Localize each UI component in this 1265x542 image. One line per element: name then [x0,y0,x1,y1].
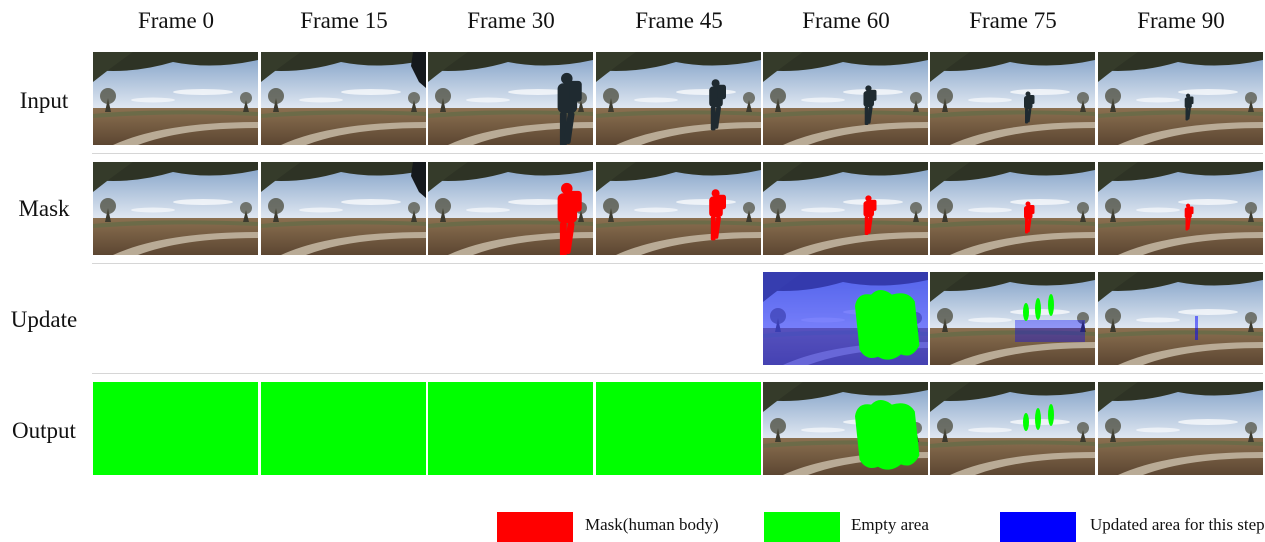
output-frame-image [930,382,1095,475]
input-frame-image [93,52,258,145]
column-header-frame-45: Frame 45 [635,8,723,33]
mask-frame-image [763,162,928,255]
legend-swatch-updated [1000,512,1076,542]
column-header-frame-30: Frame 30 [467,8,555,33]
output-frame-image [1098,382,1263,475]
legend-label-updated: Updated area for this step [1090,515,1265,534]
row-divider [92,153,1263,154]
input-frame-image [428,52,593,145]
input-frame-image [596,52,761,145]
legend-label-empty: Empty area [851,515,929,534]
input-frame-image [261,52,426,145]
output-empty-area-fill [93,382,258,475]
input-frame-image [1098,52,1263,145]
update-frame-image [1098,272,1263,365]
update-frame-image [930,272,1095,365]
input-frame-image [763,52,928,145]
output-empty-area-fill [261,382,426,475]
row-header-mask: Mask [18,196,70,221]
mask-frame-image [930,162,1095,255]
column-header-frame-75: Frame 75 [969,8,1057,33]
output-empty-area-fill [596,382,761,475]
mask-frame-image [1098,162,1263,255]
legend-swatch-mask [497,512,573,542]
column-header-frame-60: Frame 60 [802,8,890,33]
column-header-frame-90: Frame 90 [1137,8,1225,33]
mask-frame-image [93,162,258,255]
legend-swatch-empty [764,512,840,542]
column-header-frame-0: Frame 0 [137,8,214,33]
output-empty-area-fill [428,382,593,475]
row-divider [92,373,1263,374]
row-header-input: Input [19,88,69,113]
row-header-update: Update [10,307,78,332]
mask-frame-image [261,162,426,255]
column-header-frame-15: Frame 15 [300,8,388,33]
row-divider [92,263,1263,264]
output-frame-image [763,382,928,475]
legend-label-mask: Mask(human body) [585,515,719,534]
input-frame-image [930,52,1095,145]
mask-frame-image [428,162,593,255]
row-header-output: Output [12,418,76,443]
mask-frame-image [596,162,761,255]
update-frame-image [763,272,928,365]
